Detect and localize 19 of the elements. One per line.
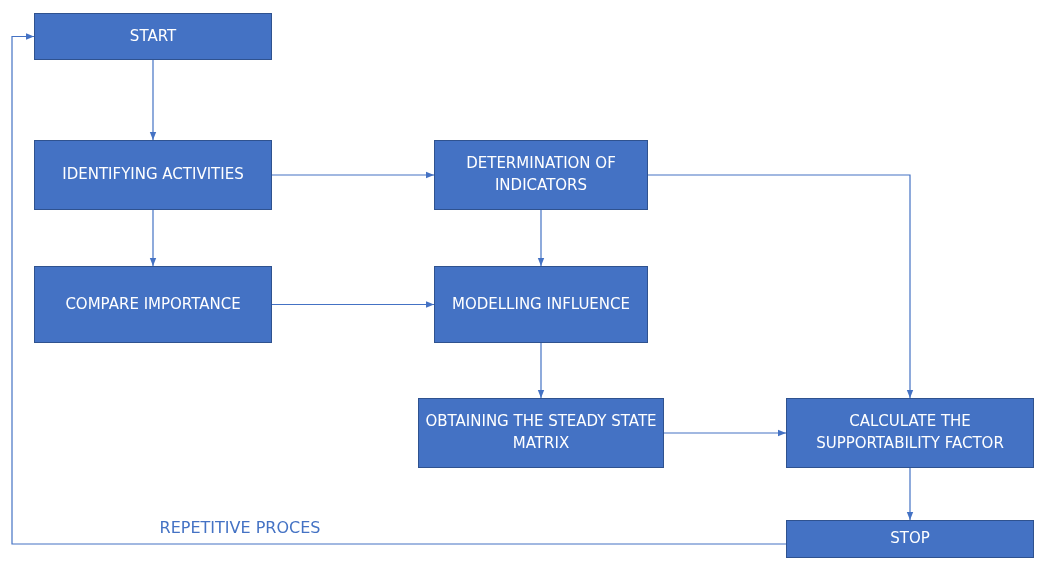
process-box: STOP bbox=[786, 520, 1034, 558]
arrow bbox=[149, 209, 157, 267]
process-box: COMPARE IMPORTANCE bbox=[34, 266, 272, 343]
edge-label: REPETITIVE PROCES bbox=[159, 518, 321, 537]
arrow bbox=[663, 429, 787, 437]
arrow bbox=[906, 467, 914, 521]
process-box: IDENTIFYING ACTIVITIES bbox=[34, 140, 272, 210]
arrow bbox=[537, 209, 545, 267]
process-box: CALCULATE THE SUPPORTABILITY FACTOR bbox=[786, 398, 1034, 468]
process-box: DETERMINATION OF INDICATORS bbox=[434, 140, 648, 210]
process-box: START bbox=[34, 13, 272, 60]
arrow bbox=[271, 301, 435, 308]
process-box: OBTAINING THE STEADY STATE MATRIX bbox=[418, 398, 664, 468]
arrow bbox=[149, 59, 157, 141]
arrow bbox=[11, 33, 787, 545]
process-box: MODELLING INFLUENCE bbox=[434, 266, 648, 343]
arrow bbox=[647, 174, 914, 399]
arrow bbox=[271, 171, 435, 179]
arrow bbox=[537, 342, 545, 399]
